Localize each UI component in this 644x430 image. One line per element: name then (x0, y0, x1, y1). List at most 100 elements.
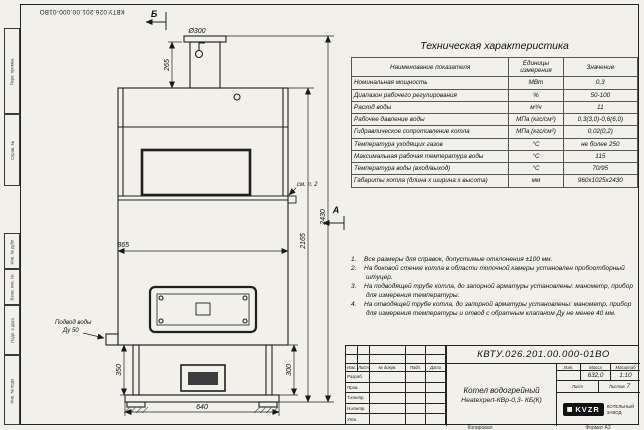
spec-cell: МПа (кгс/см²) (508, 113, 564, 127)
spec-cell: Температура уходящих газов (350, 137, 510, 151)
spec-table: Наименование показателя Единицы измерени… (350, 56, 639, 188)
format-label: Формат А3 (585, 424, 611, 430)
spec-cell: Температура воды (вход/выход) (350, 162, 510, 176)
sidebar-cell: Справ. № (4, 114, 20, 186)
boiler-drawing: Б А Ø300 265 865 2165 2430 350 300 640 с… (55, 9, 345, 416)
rev-header: № докум. (370, 364, 406, 372)
role-label: Пров. (346, 382, 370, 394)
sidebar-cell-label: Справ. № (9, 140, 15, 160)
company-line1: КОТЕЛЬНЫЙ (606, 404, 635, 410)
dim-265: 265 (164, 59, 171, 72)
rev-header: Подп. (406, 364, 426, 372)
spec-row: Диапазон рабочего регулирования%50-100 (350, 88, 639, 102)
product-name-line2: Heatexpert-КВр-0,3- КБ(К) (461, 397, 542, 404)
company-line2: ЗАВОД (606, 409, 622, 415)
dim-865: 865 (117, 242, 129, 249)
product-name-line1: Котел водогрейный (463, 386, 540, 395)
spec-cell: °С (508, 149, 564, 164)
role-label: Н.контр. (346, 403, 370, 415)
foot-left (126, 401, 146, 408)
sidebar-cell: Перв. примен. (4, 28, 20, 114)
foot-right (258, 401, 278, 408)
kvzr-logo: ▦ KVZR (562, 403, 604, 416)
sidebar-cell: Инв. № подл. (4, 355, 20, 425)
title-block-revision-grid: Изм. Лист № докум. Подп. Дата Разраб. Пр… (346, 346, 446, 425)
inspection-window (140, 148, 252, 197)
note-text: На отводящей трубе котла, до запорной ар… (364, 301, 632, 317)
copied-label: Копировал (467, 424, 493, 430)
lit-value (556, 371, 580, 381)
diameter-label: Ø300 (187, 28, 205, 35)
spec-cell: °С (508, 162, 564, 176)
sidebar-cell: Инв. № дубл. (4, 233, 20, 269)
spec-cell: 11 (562, 100, 639, 115)
scale-header: Масштаб (610, 364, 640, 371)
dim-640: 640 (196, 404, 208, 411)
spec-header: Значение (562, 56, 639, 78)
ash-door (180, 364, 226, 392)
spec-cell: Гидравлическое сопротивление котла (350, 125, 510, 139)
role-label: Утв. (346, 414, 370, 425)
role-label: Разраб. (346, 372, 370, 383)
pedestal (132, 344, 273, 396)
dim-350: 350 (116, 364, 123, 376)
mass-value: 632,0 (580, 371, 610, 381)
notes-section: 1. Все размеры для справок, допустимые от… (351, 256, 638, 319)
note-number: 4. (351, 301, 357, 309)
spec-cell: м³/ч (508, 100, 564, 115)
logo-text: KVZR (575, 405, 600, 414)
spec-header: Наименование показателя (350, 56, 510, 78)
dim-300: 300 (286, 364, 293, 376)
spec-cell: Габариты котла (длина х ширина х высота) (350, 174, 510, 188)
spec-title: Техническая характеристика (420, 40, 569, 52)
spec-cell: % (508, 88, 564, 102)
scale-value: 1:10 (610, 371, 640, 381)
note-text: На подводящей трубе котла, до запорной а… (364, 283, 633, 299)
water-inlet-stub (105, 333, 119, 346)
sidebar-cell-label: Взам. инв. № (9, 274, 15, 300)
door-latch (195, 302, 211, 316)
note-number: 2. (351, 265, 357, 273)
spec-cell: 0,02(0,2) (562, 125, 639, 139)
note-text: Все размеры для справок, допустимые откл… (364, 256, 553, 263)
company-cell: ▦ KVZR КОТЕЛЬНЫЙ ЗАВОД (556, 393, 640, 426)
note-item: 4. На отводящей трубе котла, до запорной … (351, 301, 638, 318)
sheets-label: Листов (609, 384, 625, 389)
spec-cell: МПа (кгс/см²) (508, 125, 564, 139)
spec-cell: МВт (508, 76, 564, 90)
spec-cell: Максимальная рабочая температура воды (350, 149, 510, 164)
logo-grid-icon: ▦ (566, 407, 574, 413)
company-name: КОТЕЛЬНЫЙ ЗАВОД (607, 404, 635, 415)
chimney-pipe (189, 41, 221, 89)
note-number: 1. (351, 256, 357, 263)
base-plate (124, 394, 280, 403)
sensor-boss (233, 93, 241, 101)
sidebar-cell-label: Перв. примен. (9, 57, 15, 85)
spec-cell: не более 250 (562, 137, 639, 151)
note-item: 1. Все размеры для справок, допустимые от… (351, 256, 638, 264)
spec-cell: мм (508, 174, 564, 188)
spec-cell: 960х1025х2430 (562, 174, 639, 188)
spec-cell: 70/95 (562, 162, 639, 176)
spec-cell: Расход воды (350, 100, 510, 115)
spec-cell: 50-100 (562, 88, 639, 102)
spec-cell: 0,3 (562, 76, 639, 90)
dim-2430: 2430 (320, 209, 327, 226)
furnace-door (148, 285, 258, 334)
sheet-cell: Лист (556, 381, 598, 393)
dim-2165: 2165 (300, 233, 307, 250)
spec-section: Техническая характеристика Наименование … (350, 40, 639, 188)
spec-cell: Диапазон рабочего регулирования (350, 88, 510, 102)
sheets-value: 7 (626, 383, 630, 390)
rev-header: Дата (426, 364, 446, 372)
note-number: 3. (351, 283, 357, 291)
role-label: Т.контр. (346, 393, 370, 404)
spec-header: Единицы измерения (508, 56, 564, 78)
sidebar-cell-label: Инв. № подл. (9, 376, 15, 404)
spec-row: Габариты котла (длина х ширина х высота)… (350, 174, 639, 188)
